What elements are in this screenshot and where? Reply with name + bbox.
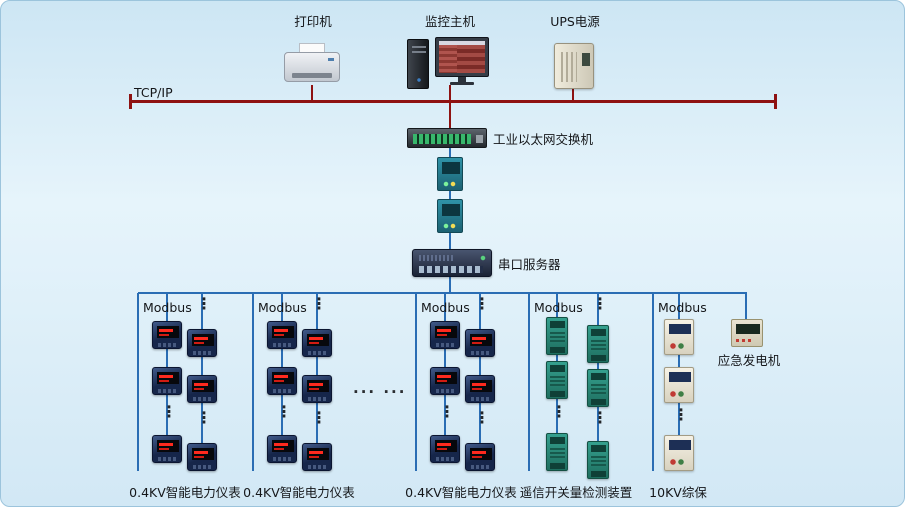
group3-modbus-label: Modbus: [421, 300, 470, 315]
field-bus-line: [138, 292, 747, 294]
printer-bus-connector: [311, 85, 313, 101]
ethernet-switch-label: 工业以太网交换机: [493, 132, 594, 147]
continuation-dots: ⋮: [474, 408, 490, 427]
generator-controller-device: [731, 319, 763, 347]
continuation-dots: ⋮: [311, 294, 327, 313]
power-meter: [430, 321, 460, 349]
power-meter: [267, 435, 297, 463]
tcpip-bus-left-cap: [129, 94, 132, 109]
group2-caption: 0.4KV智能电力仪表: [243, 485, 355, 500]
continuation-dots: ⋮: [592, 408, 608, 427]
power-meter: [302, 443, 332, 471]
continuation-dots: ⋮: [311, 408, 327, 427]
tcpip-bus-label: TCP/IP: [134, 85, 173, 100]
signal-module: [587, 325, 609, 363]
monitor-base: [450, 82, 474, 85]
group1-modbus-label: Modbus: [143, 300, 192, 315]
power-meter: [430, 367, 460, 395]
monitoring-host-device: [407, 37, 491, 89]
printer-label: 打印机: [294, 14, 332, 29]
continuation-dots: ⋮: [592, 294, 608, 313]
signal-module: [546, 317, 568, 355]
ethernet-switch-device: [407, 128, 487, 148]
printer-power-button: [328, 58, 334, 61]
media-converter-2: [437, 199, 463, 233]
group4-drop-line: [528, 293, 530, 471]
more-groups-ellipsis: ... ...: [353, 379, 407, 397]
group2-modbus-label: Modbus: [258, 300, 307, 315]
generator-drop-line: [745, 293, 747, 320]
group5-modbus-label: Modbus: [658, 300, 707, 315]
serial-server-label: 串口服务器: [498, 257, 561, 272]
power-meter: [430, 435, 460, 463]
signal-module: [546, 361, 568, 399]
continuation-dots: ⋮: [673, 405, 689, 424]
protection-relay: [664, 435, 694, 471]
group5-caption: 10KV综保: [649, 485, 707, 500]
ups-label: UPS电源: [550, 14, 600, 29]
signal-module: [587, 369, 609, 407]
pc-monitor-screen: [439, 41, 485, 73]
protection-relay: [664, 319, 694, 355]
power-meter: [152, 321, 182, 349]
continuation-dots: ⋮: [551, 402, 567, 421]
group5-drop-line: [652, 293, 654, 471]
power-meter: [187, 443, 217, 471]
group1-caption: 0.4KV智能电力仪表: [129, 485, 241, 500]
power-meter: [187, 329, 217, 357]
power-meter: [152, 435, 182, 463]
continuation-dots: ⋮: [196, 294, 212, 313]
monitor-stand: [458, 77, 466, 82]
power-meter: [465, 329, 495, 357]
server-fieldbus-connector: [449, 277, 451, 293]
continuation-dots: ⋮: [161, 402, 177, 421]
power-meter: [465, 375, 495, 403]
group2-drop-line: [252, 293, 254, 471]
power-meter: [152, 367, 182, 395]
group4-modbus-label: Modbus: [534, 300, 583, 315]
printer-device: [284, 43, 340, 87]
group3-caption: 0.4KV智能电力仪表: [405, 485, 517, 500]
generator-label: 应急发电机: [717, 353, 781, 368]
serial-server-device: [412, 249, 492, 277]
power-meter: [267, 321, 297, 349]
continuation-dots: ⋮: [439, 402, 455, 421]
power-meter: [187, 375, 217, 403]
printer-output-slot: [292, 73, 332, 78]
host-switch-connector: [449, 85, 451, 129]
group4-caption: 遥信开关量检测装置: [519, 485, 633, 500]
continuation-dots: ⋮: [276, 402, 292, 421]
group1-drop-line: [137, 293, 139, 471]
power-meter: [267, 367, 297, 395]
tcpip-bus-right-cap: [774, 94, 777, 109]
media-converter-1: [437, 157, 463, 191]
signal-module: [546, 433, 568, 471]
monitor-host-label: 监控主机: [424, 14, 475, 29]
ups-device: [554, 43, 594, 89]
pc-tower: [407, 39, 429, 89]
tcpip-bus-line: [131, 100, 776, 103]
protection-relay: [664, 367, 694, 403]
switch-server-connector: [449, 148, 451, 249]
ups-bus-connector: [572, 89, 574, 101]
signal-module: [587, 441, 609, 479]
continuation-dots: ⋮: [474, 294, 490, 313]
continuation-dots: ⋮: [196, 408, 212, 427]
power-meter: [465, 443, 495, 471]
power-meter: [302, 329, 332, 357]
power-meter: [302, 375, 332, 403]
group3-drop-line: [415, 293, 417, 471]
